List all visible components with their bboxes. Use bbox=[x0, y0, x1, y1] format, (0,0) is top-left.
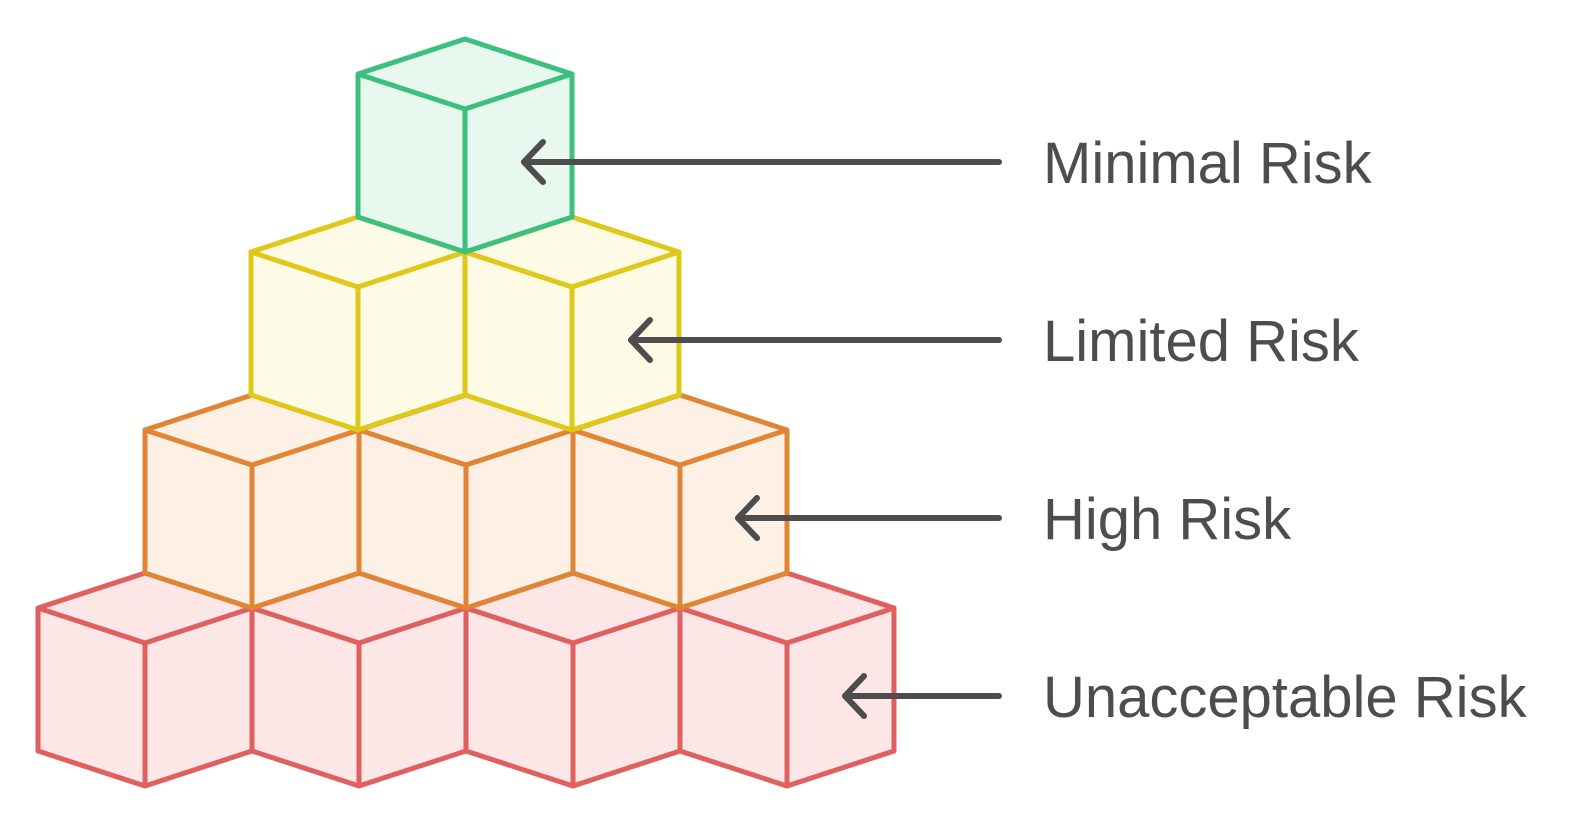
cube-limited-1 bbox=[248, 214, 468, 433]
arrow-head bbox=[521, 139, 546, 185]
arrow-left-icon bbox=[521, 139, 1002, 185]
label-minimal-risk: Minimal Risk bbox=[1043, 131, 1373, 196]
label-high-risk: High Risk bbox=[1043, 487, 1292, 552]
label-limited-risk: Limited Risk bbox=[1043, 309, 1360, 374]
arrows-group bbox=[521, 139, 1002, 719]
cube-pyramid bbox=[35, 36, 897, 789]
cube-minimal-1 bbox=[355, 36, 575, 255]
arrow-left-icon bbox=[628, 317, 1002, 363]
arrow-head bbox=[842, 673, 867, 719]
arrow-head bbox=[628, 317, 653, 363]
cube-unacceptable-3 bbox=[463, 570, 683, 789]
label-unacceptable-risk: Unacceptable Risk bbox=[1043, 665, 1528, 730]
arrow-head bbox=[735, 495, 760, 541]
cube-unacceptable-2 bbox=[249, 570, 469, 789]
arrow-left-icon bbox=[735, 495, 1002, 541]
cube-high-2 bbox=[356, 392, 576, 611]
arrow-left-icon bbox=[842, 673, 1002, 719]
cube-high-1 bbox=[142, 392, 362, 611]
cube-limited-2 bbox=[462, 214, 682, 433]
cube-unacceptable-1 bbox=[35, 570, 255, 789]
